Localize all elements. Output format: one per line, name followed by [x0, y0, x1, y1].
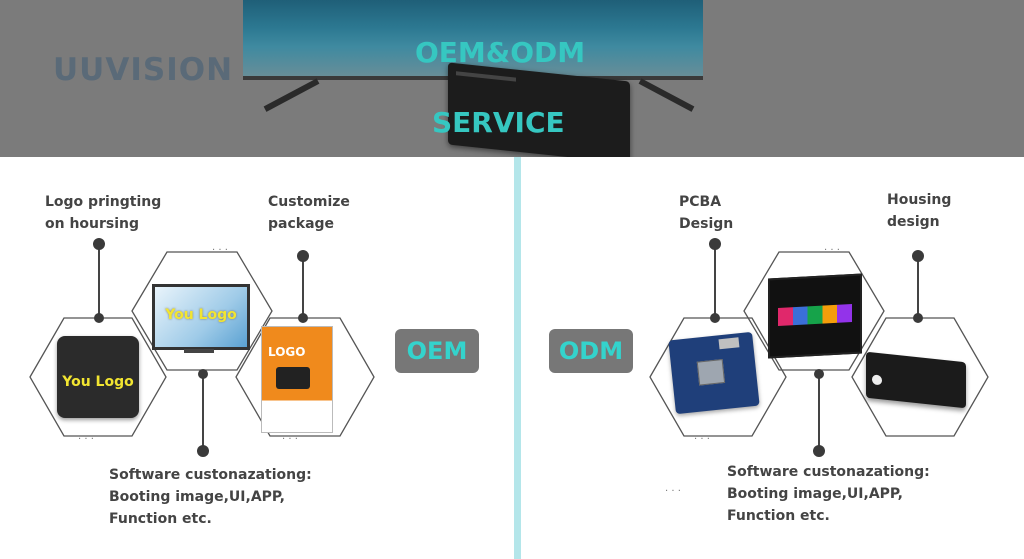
package-box-render	[276, 367, 310, 389]
banner-title-line1: OEM&ODM	[415, 36, 586, 69]
connector-dot	[197, 445, 209, 457]
connector-dot	[912, 250, 924, 262]
connector-dot	[710, 313, 720, 323]
svg-text:· · ·: · · ·	[282, 434, 298, 445]
svg-text:· · ·: · · ·	[694, 434, 710, 445]
pcba-chip	[696, 359, 726, 386]
odm-hexagon-left	[649, 317, 787, 437]
oem-tv-image: You Logo	[152, 284, 250, 350]
connector-dot	[813, 445, 825, 457]
oem-customize-package-label: Customize package	[268, 194, 350, 232]
housing-logo-dot	[872, 374, 882, 386]
box-logo-text: You Logo	[62, 374, 134, 390]
odm-housing-label: Housing design	[887, 192, 952, 230]
oem-hexagon-right	[235, 317, 375, 437]
odm-pcba-image	[668, 331, 760, 415]
svg-text:· · ·: · · ·	[212, 245, 228, 256]
odm-software-label: Software custonazationg: Booting image,U…	[727, 464, 930, 524]
odm-hexagon-right	[851, 317, 989, 437]
oem-box-image: You Logo	[57, 336, 139, 418]
connector-dot	[198, 369, 208, 379]
connector-dot	[297, 250, 309, 262]
connector-dot	[913, 313, 923, 323]
odm-screen-image	[768, 273, 862, 359]
connector-dot	[709, 238, 721, 250]
connector-dot	[93, 238, 105, 250]
oem-hexagon-left	[29, 317, 167, 437]
screen-tiles	[778, 304, 852, 326]
banner-title-line2: SERVICE	[432, 106, 565, 139]
oem-software-label: Software custonazationg: Booting image,U…	[109, 467, 312, 527]
tv-stand	[184, 349, 214, 353]
odm-pcba-label: PCBA Design	[679, 194, 734, 232]
brand-logo: UUVISION	[53, 52, 234, 88]
svg-text:· · ·: · · ·	[78, 434, 94, 445]
svg-text:· · ·: · · ·	[824, 245, 840, 256]
pcba-port	[718, 337, 740, 350]
connector-dot	[298, 313, 308, 323]
oem-package-image: LOGO	[261, 326, 333, 433]
oem-logo-printing-label: Logo pringting on hoursing	[45, 194, 162, 232]
connector-dot	[814, 369, 824, 379]
tv-logo-text: You Logo	[165, 307, 237, 323]
section-divider	[514, 157, 521, 559]
odm-badge: ODM	[549, 329, 633, 373]
svg-text:· · ·: · · ·	[665, 486, 681, 497]
odm-hexagon-middle	[743, 251, 885, 371]
package-logo-text: LOGO	[268, 345, 306, 359]
connector-dot	[94, 313, 104, 323]
banner: UUVISION OEM&ODM SERVICE	[0, 0, 1024, 157]
oem-badge: OEM	[395, 329, 479, 373]
oem-hexagon-middle	[131, 251, 273, 371]
